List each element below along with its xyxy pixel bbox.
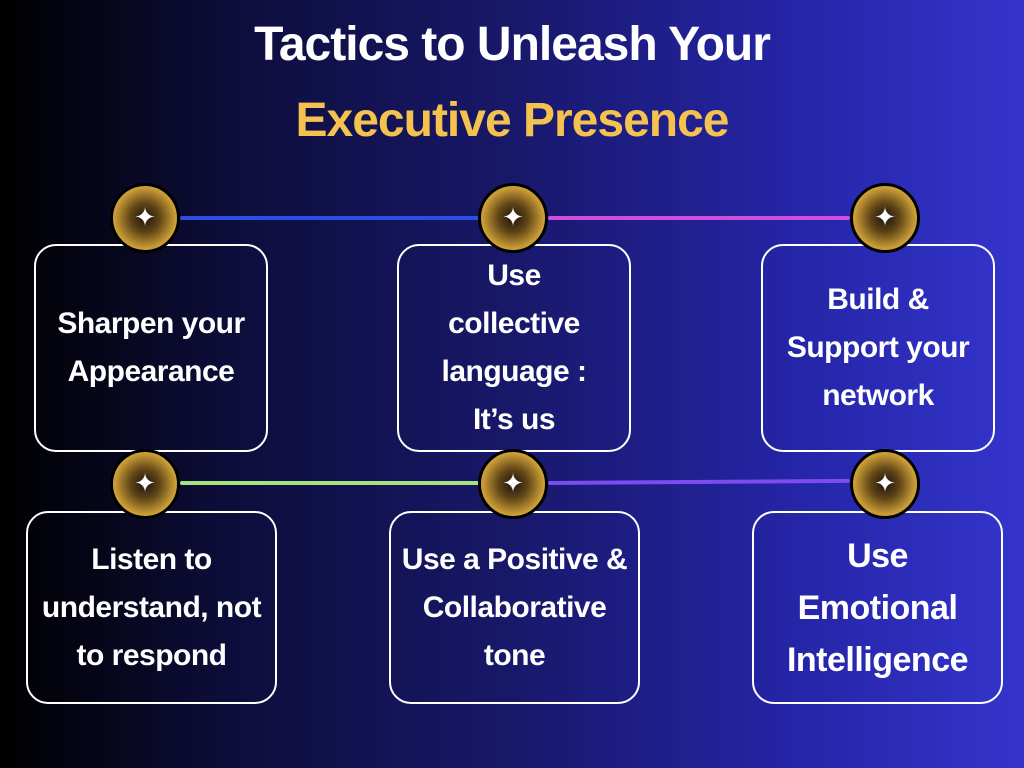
tactic-card-emotional-intelligence: Use Emotional Intelligence bbox=[752, 511, 1003, 704]
sparkle-icon: ✦ bbox=[478, 183, 548, 253]
tactic-label: Use collective language : It’s us bbox=[441, 259, 587, 436]
tactic-card-build-network: Build & Support your network bbox=[761, 244, 995, 452]
connector-top-right bbox=[548, 216, 850, 220]
tactic-label: Use a Positive & Collaborative tone bbox=[401, 542, 628, 672]
tactic-card-sharpen-appearance: Sharpen your Appearance bbox=[34, 244, 268, 452]
page-subtitle: Executive Presence bbox=[295, 94, 730, 147]
sparkle-icon: ✦ bbox=[110, 183, 180, 253]
connector-top-left bbox=[180, 216, 480, 220]
tactic-label: Build & Support your network bbox=[786, 283, 970, 412]
tactic-label: Use Emotional Intelligence bbox=[786, 536, 969, 679]
sparkle-icon: ✦ bbox=[850, 183, 920, 253]
tactic-label: Sharpen your Appearance bbox=[57, 307, 245, 388]
sparkle-icon: ✦ bbox=[110, 449, 180, 519]
tactic-card-positive-tone: Use a Positive & Collaborative tone bbox=[389, 511, 640, 704]
tactic-label: Listen to understand, not to respond bbox=[41, 542, 262, 672]
connector-bottom-left bbox=[180, 481, 480, 485]
sparkle-icon: ✦ bbox=[478, 449, 548, 519]
tactic-card-collective-language: Use collective language : It’s us bbox=[397, 244, 631, 452]
page-title: Tactics to Unleash Your bbox=[254, 18, 771, 71]
connector-bottom-right bbox=[547, 478, 851, 485]
sparkle-icon: ✦ bbox=[850, 449, 920, 519]
tactic-card-listen: Listen to understand, not to respond bbox=[26, 511, 277, 704]
